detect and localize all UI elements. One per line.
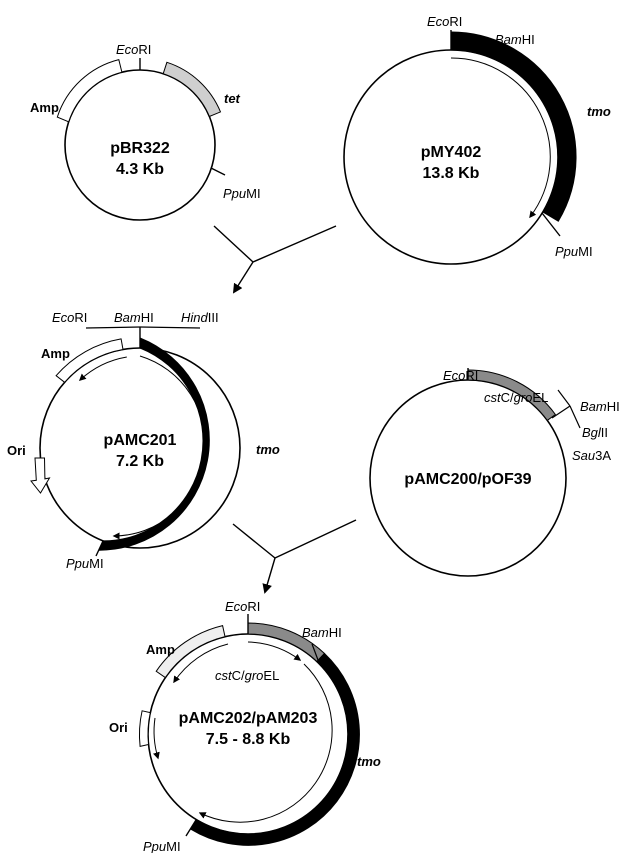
plasmid-pbr322: EcoRI tet Amp PpuMI pBR322 4.3 Kb: [30, 42, 261, 221]
pamc202-ori-gene: [138, 710, 151, 748]
pamc200-sau3a-label: Sau3A: [572, 448, 611, 463]
pamc200-cst-label: cstC/groEL: [484, 390, 548, 405]
pbr322-ppumi-label: PpuMI: [223, 186, 261, 201]
pamc201-ppumi-site: [95, 540, 104, 557]
pamc201-tmo-gene: [98, 337, 210, 551]
pamc201-ppumi-label: PpuMI: [66, 556, 104, 571]
pamc201-ori-label: Ori: [7, 443, 26, 458]
pamc202-amp-arrow: [173, 643, 229, 684]
pmy402-title: pMY402: [421, 144, 482, 161]
pamc202-cst-label: cstC/groEL: [215, 668, 279, 683]
pamc200-bamhi-site: [551, 405, 571, 419]
pbr322-size: 4.3 Kb: [116, 161, 164, 178]
plasmid-pmy402: EcoRI BamHI tmo PpuMI pMY402 13.8 Kb: [343, 14, 611, 265]
pmy402-ecori-label: EcoRI: [427, 14, 462, 29]
ligation-arrow-1: [213, 225, 337, 294]
plasmid-pamc202: EcoRI BamHI Amp cstC/groEL Ori tmo PpuMI…: [109, 599, 381, 853]
pamc202-title: pAMC202/pAM203: [179, 710, 318, 727]
pamc200-ecori-label: EcoRI: [443, 368, 478, 383]
pamc202-tmo-label: tmo: [357, 754, 381, 769]
pmy402-tmo-label: tmo: [587, 104, 611, 119]
pamc202-bamhi-label: BamHI: [302, 625, 342, 640]
pamc201-amp-label: Amp: [41, 346, 70, 361]
pamc202-ppumi-site: [185, 819, 197, 837]
plasmid-pamc200: EcoRI cstC/groEL BamHI BglII Sau3A pAMC2…: [369, 368, 620, 577]
pamc200-sau3a-site: [557, 389, 571, 407]
pamc201-tmo-label: tmo: [256, 442, 280, 457]
pamc201-tmo-arrow: [112, 355, 206, 540]
pamc202-amp-gene: [155, 624, 226, 679]
pamc202-bamhi-site: [311, 643, 319, 661]
pamc200-cst-gene: [467, 369, 557, 422]
pamc202-amp-label: Amp: [146, 642, 175, 657]
pamc202-ori-arrow: [153, 717, 160, 760]
pamc202-ecori-label: EcoRI: [225, 599, 260, 614]
pamc202-size: 7.5 - 8.8 Kb: [206, 731, 291, 748]
pamc200-title: pAMC200/pOF39: [404, 471, 531, 488]
tet-label: tet: [224, 91, 241, 106]
pamc202-ppumi-label: PpuMI: [143, 839, 181, 853]
tmo-transcription-arrow: [450, 57, 551, 219]
pamc201-ecori-site: [85, 326, 141, 329]
pamc200-bglii-site: [569, 405, 581, 429]
pmy402-ppumi-label: PpuMI: [555, 244, 593, 259]
pmy402-ppumi-site: [541, 212, 561, 237]
pamc202-cst-arrow: [247, 641, 302, 661]
pmy402-bamhi-label: BamHI: [495, 32, 535, 47]
pbr322-amp-label: Amp: [30, 100, 59, 115]
pmy402-size: 13.8 Kb: [423, 165, 480, 182]
amp-gene: [56, 58, 123, 123]
pamc201-ori-arrow: [30, 457, 51, 494]
pamc202-tmo-arrow: [198, 663, 333, 823]
pamc200-bamhi-label: BamHI: [580, 399, 620, 414]
pamc201-hindiii-label: HindIII: [181, 310, 219, 325]
pamc201-bamhi-label: BamHI: [114, 310, 154, 325]
plasmid-pamc201: EcoRI BamHI HindIII Amp Ori tmo PpuMI pA…: [7, 310, 280, 571]
pamc201-ecori-label: EcoRI: [52, 310, 87, 325]
tmo-gene: [450, 31, 577, 222]
pbr322-ecori-label: EcoRI: [116, 42, 151, 57]
pamc202-ori-label: Ori: [109, 720, 128, 735]
pamc201-amp-gene: [55, 338, 124, 383]
pbr322-ppumi-site: [210, 167, 226, 176]
pamc201-hindiii-site: [139, 326, 201, 329]
pamc201-size: 7.2 Kb: [116, 453, 164, 470]
pmy402-bamhi-site: [450, 39, 491, 51]
pbr322-title: pBR322: [110, 140, 170, 157]
pamc201-amp-arrow: [78, 356, 127, 381]
ligation-arrow-2: [232, 519, 357, 594]
pamc200-bglii-label: BglII: [582, 425, 608, 440]
pamc202-tmo-gene: [190, 652, 360, 846]
tet-gene: [162, 61, 222, 118]
pamc201-title: pAMC201: [104, 432, 177, 449]
